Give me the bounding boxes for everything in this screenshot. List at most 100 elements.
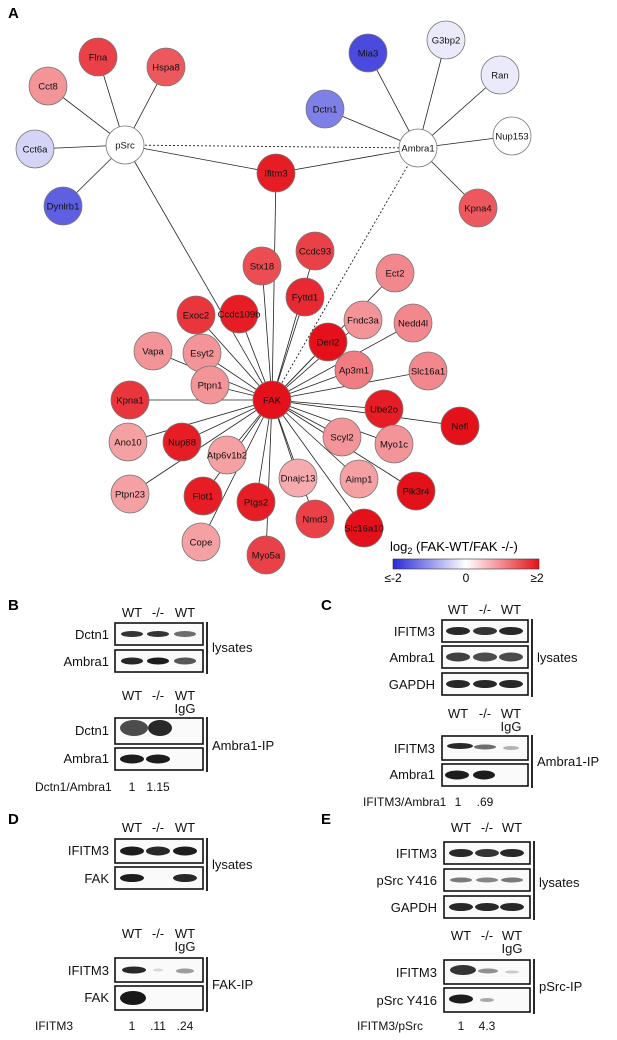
node-atp6v1b2-circle [207,435,247,475]
blot-band [473,680,497,688]
edge-slc16a10 [271,399,365,529]
blot-band [473,652,497,662]
node-slc16a10-circle [344,508,384,548]
node-dynlrb1-circle [43,186,83,226]
node-nefl: Nefl [440,406,480,446]
edge-ptpn23 [129,399,273,495]
blot-band [500,849,524,857]
bracket-label: Ambra1-IP [212,738,274,753]
blot-band [174,631,196,637]
blot-band [449,994,473,1004]
blot-band [473,770,495,780]
node-ambra1: Ambra1 [398,128,438,168]
quant-value: .24 [177,1019,194,1033]
bracket-label: FAK-IP [212,977,253,992]
lane-label: -/- [479,602,491,617]
blot-row-label: IFITM3 [394,624,435,639]
node-esyt2-label: Esyt2 [190,349,214,360]
bracket-label: pSrc-IP [539,979,582,994]
bracket-label: lysates [537,650,578,665]
quant-label: IFITM3/Ambra1 [363,795,447,809]
blot-band [445,770,469,780]
node-dctn1-label: Dctn1 [313,105,338,116]
panel-letter-b: B [8,597,19,614]
node-exoc2: Exoc2 [176,295,216,335]
node-cct8: Cct8 [28,66,68,106]
node-cope-label: Cope [190,538,213,549]
node-hspa8-circle [146,47,186,87]
node-ptpn23-label: Ptpn23 [115,490,145,501]
node-nmd3-label: Nmd3 [302,515,327,526]
lane-sublabel: IgG [175,939,196,954]
node-scyl2-circle [322,417,362,457]
node-nup153: Nup153 [492,116,532,156]
node-ptgs2-circle [236,482,276,522]
blot-band [449,849,473,857]
node-fyttd1-circle [285,277,325,317]
node-atp6v1b2-label: Atp6v1b2 [207,451,247,462]
panel-letter-c: C [321,597,332,614]
blot-band [120,754,144,764]
lane-sublabel: IgG [501,719,522,734]
node-ptpn1-circle [190,365,230,405]
lane-label: WT [175,926,195,941]
node-kpna1-label: Kpna1 [116,396,143,407]
node-vapa-label: Vapa [142,347,164,358]
quant-value: .11 [150,1019,166,1033]
panel-c: C WT -/- WT IFITM3 Ambra1 GAPDH lysates … [321,597,599,809]
node-ptpn23: Ptpn23 [110,474,150,514]
lane-label: WT [451,820,471,835]
node-atp6v1b2: Atp6v1b2 [207,435,247,475]
node-vapa: Vapa [133,331,173,371]
node-kpna1-circle [110,380,150,420]
lane-label: WT [122,820,142,835]
node-exoc2-circle [176,295,216,335]
blot-band [499,680,523,688]
node-nedd4l-circle [393,303,433,343]
edge-ifitm3-ambra1 [275,147,419,174]
node-ambra1-label: Ambra1 [401,144,434,155]
blot-band [153,968,163,972]
node-myo5a-circle [246,535,286,575]
node-flot1-circle [183,476,223,516]
node-nedd4l-label: Nedd4l [398,319,428,330]
node-cope-circle [181,522,221,562]
lane-label: -/- [481,820,493,835]
node-aimp1-label: Aimp1 [346,475,373,486]
blot-row-label: GAPDH [389,677,435,692]
node-myo5a-label: Myo5a [252,551,281,562]
node-g3bp2: G3bp2 [426,20,466,60]
lane-label: WT [451,928,471,943]
node-pik3r4-circle [396,471,436,511]
quant-value: 1 [455,795,462,809]
legend-title: log2 (FAK-WT/FAK -/-) [390,539,518,556]
blot-band [121,631,143,637]
legend-tick-mid: 0 [463,571,470,585]
edge-myo5a [265,399,273,556]
blot-band [450,965,476,975]
node-cct8-circle [28,66,68,106]
blot-band [176,968,194,974]
lane-label: -/- [479,706,491,721]
node-ccdc93: Ccdc93 [295,231,335,271]
node-ano10: Ano10 [108,422,148,462]
blot-row-label: IFITM3 [396,846,437,861]
blot-band [173,846,197,856]
lane-label: -/- [152,688,164,703]
node-stx18-label: Stx18 [250,262,274,273]
node-g3bp2-circle [426,20,466,60]
node-ap3m1-label: Ap3m1 [339,366,369,377]
node-ccdc109b: Ccdc109b [218,294,260,334]
node-dynlrb1: Dynlrb1 [43,186,83,226]
node-stx18-circle [242,246,282,286]
lane-label: WT [502,820,522,835]
node-hspa8: Hspa8 [146,47,186,87]
node-fndc3a-label: Fndc3a [347,316,379,327]
blot-band [499,652,523,662]
blot-row-label: pSrc Y416 [377,993,437,1008]
node-derl2-label: Derl2 [317,338,340,349]
lane-label: -/- [152,926,164,941]
